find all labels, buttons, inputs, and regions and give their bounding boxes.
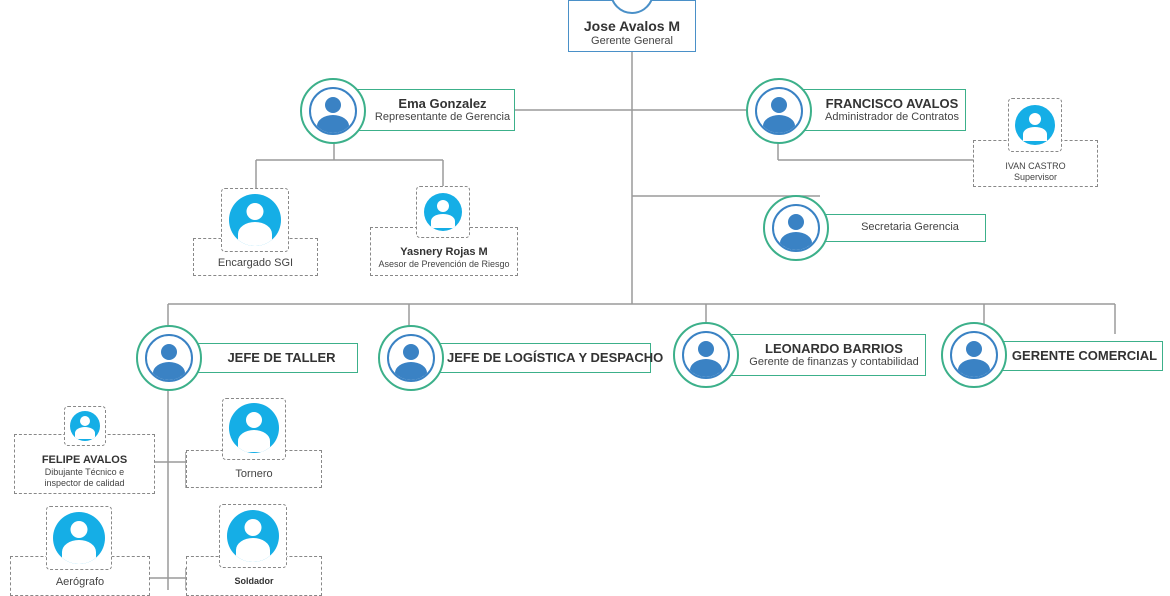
dibujante-avatar-icon [64, 406, 106, 446]
prevencion-role: Asesor de Prevención de Riesgo [378, 258, 510, 269]
jefe-taller-avatar-icon [136, 325, 202, 391]
jefe-taller-box: JEFE DE TALLER [177, 343, 358, 373]
encargado-sgi-role: Encargado SGI [217, 257, 294, 270]
supervisor-name: IVAN CASTRO [1005, 160, 1066, 171]
secretaria-role: Secretaria Gerencia [861, 221, 959, 234]
prevencion-avatar-icon [416, 186, 470, 238]
encargado-sgi-avatar-icon [221, 188, 289, 252]
dibujante-name: FELIPE AVALOS [41, 453, 128, 466]
prevencion-name: Yasnery Rojas M [400, 245, 488, 258]
secretaria-box: Secretaria Gerencia [804, 214, 986, 242]
finanzas-role: Gerente de finanzas y contabilidad [749, 356, 919, 369]
comercial-role: GERENTE COMERCIAL [1011, 348, 1158, 364]
representante-avatar-icon [300, 78, 366, 144]
secretaria-avatar-icon [763, 195, 829, 261]
dibujante-role: Dibujante Técnico e inspector de calidad [44, 466, 125, 488]
aerografo-avatar-icon [46, 506, 112, 570]
jefe-logistica-role: JEFE DE LOGÍSTICA Y DESPACHO [447, 350, 664, 366]
jefe-logistica-box: JEFE DE LOGÍSTICA Y DESPACHO [418, 343, 664, 373]
gerente-general-role: Gerente General [591, 34, 673, 47]
finanzas-avatar-icon [673, 322, 739, 388]
representante-role: Representante de Gerencia [374, 111, 511, 124]
supervisor-avatar-icon [1008, 98, 1062, 152]
admin-contratos-name: FRANCISCO AVALOS [825, 95, 959, 111]
gerente-general-name: Jose Avalos M [583, 18, 681, 34]
admin-contratos-role: Administrador de Contratos [825, 111, 959, 124]
finanzas-box: LEONARDO BARRIOS Gerente de finanzas y c… [712, 334, 926, 376]
tornero-avatar-icon [222, 398, 286, 460]
comercial-box: GERENTE COMERCIAL [986, 341, 1163, 371]
aerografo-role: Aerógrafo [55, 576, 105, 589]
comercial-avatar-icon [941, 322, 1007, 388]
soldador-role: Soldador [234, 575, 274, 586]
jefe-logistica-avatar-icon [378, 325, 444, 391]
admin-contratos-avatar-icon [746, 78, 812, 144]
finanzas-name: LEONARDO BARRIOS [765, 340, 903, 356]
tornero-role: Tornero [235, 468, 273, 481]
supervisor-role: Supervisor [1013, 171, 1058, 182]
representante-name: Ema Gonzalez [398, 95, 487, 111]
jefe-taller-role: JEFE DE TALLER [227, 350, 336, 366]
soldador-avatar-icon [219, 504, 287, 568]
